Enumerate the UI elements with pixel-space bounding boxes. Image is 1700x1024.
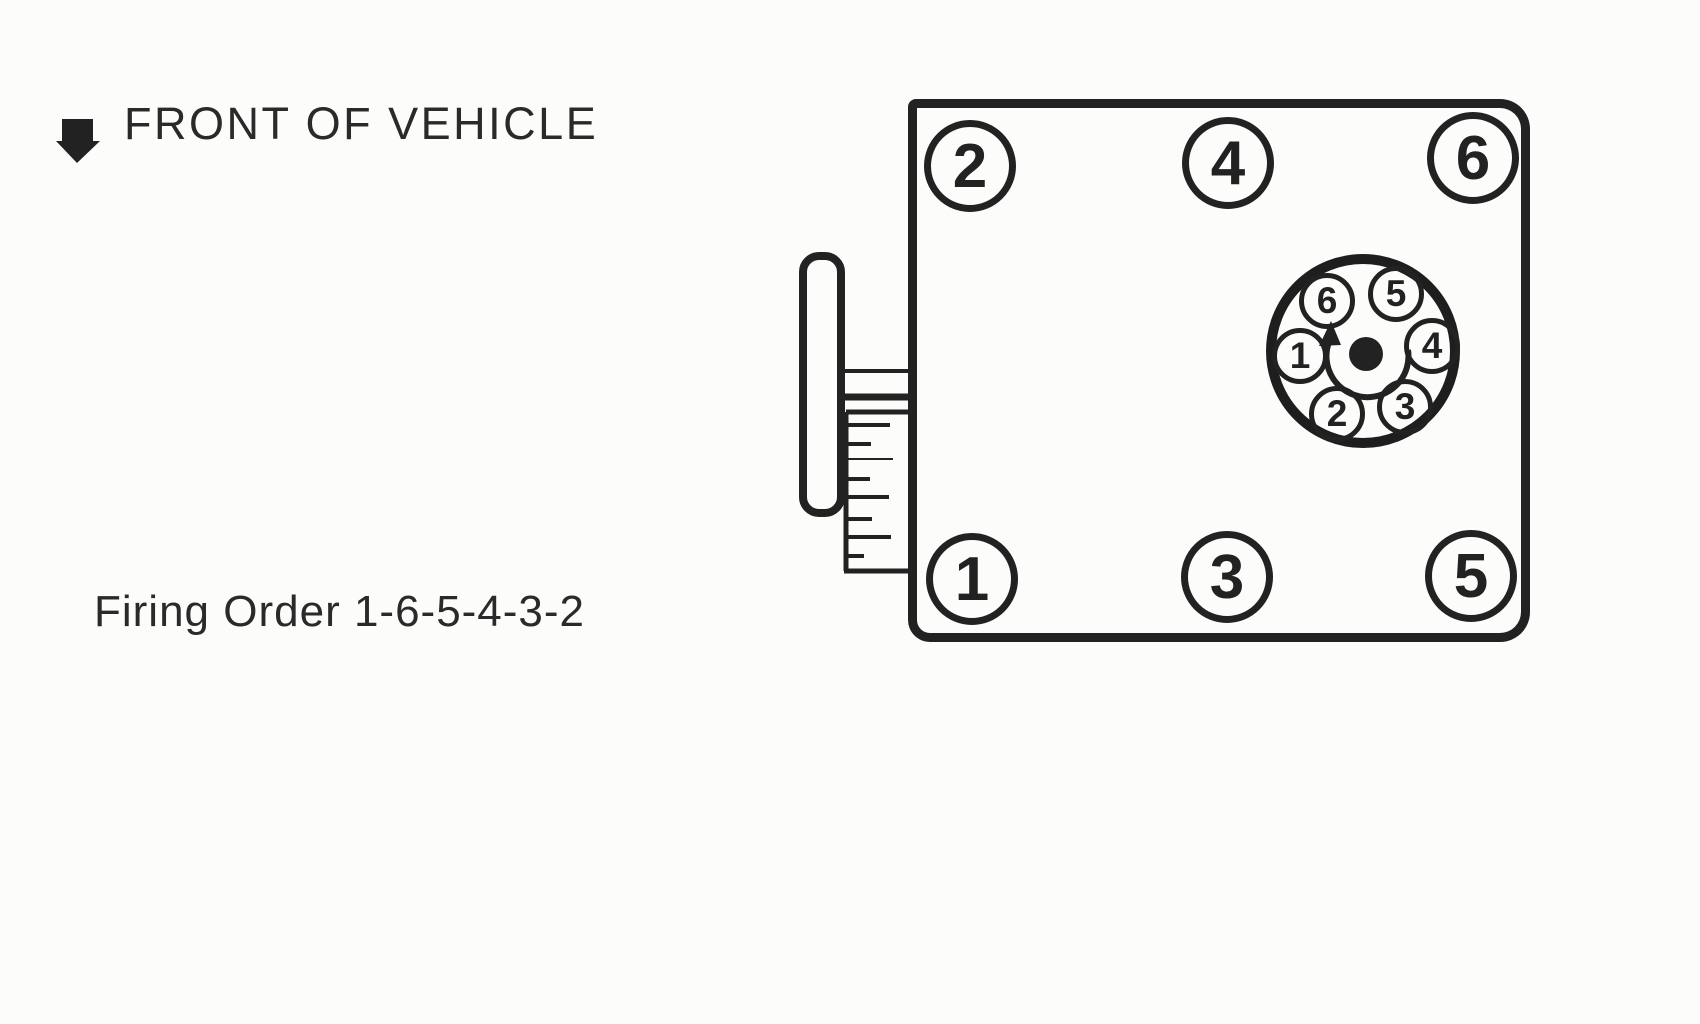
terminal-number: 6 <box>1316 280 1338 321</box>
distributor-terminal-4: 4 <box>1404 318 1460 374</box>
cylinder-number: 3 <box>1209 542 1245 612</box>
distributor-terminal-5: 5 <box>1368 266 1424 322</box>
front-of-vehicle-label: FRONT OF VEHICLE <box>124 98 599 149</box>
cylinder-circle-1: 1 <box>926 533 1018 625</box>
cylinder-circle-5: 5 <box>1425 530 1517 622</box>
cylinder-circle-4: 4 <box>1182 117 1274 209</box>
cylinder-number: 5 <box>1453 541 1489 611</box>
terminal-number: 3 <box>1394 386 1416 427</box>
engine-block-outline <box>908 99 1530 642</box>
distributor-terminal-1: 1 <box>1272 328 1328 384</box>
cylinder-circle-3: 3 <box>1181 531 1273 623</box>
accessory-drive-hatching <box>843 409 916 574</box>
terminal-number: 1 <box>1289 335 1311 376</box>
distributor-terminal-3: 3 <box>1377 379 1433 435</box>
cylinder-number: 6 <box>1455 123 1491 193</box>
cylinder-circle-2: 2 <box>924 120 1016 212</box>
cylinder-number: 2 <box>952 131 988 201</box>
cylinder-circle-6: 6 <box>1427 112 1519 204</box>
firing-order-label: Firing Order 1-6-5-4-3-2 <box>94 587 586 636</box>
cylinder-number: 1 <box>954 544 990 614</box>
crankshaft-pulley-icon <box>799 252 845 517</box>
distributor-terminal-2: 2 <box>1309 386 1365 442</box>
terminal-number: 5 <box>1385 273 1407 314</box>
distributor-terminal-6: 6 <box>1299 273 1355 329</box>
terminal-number: 2 <box>1326 393 1348 434</box>
front-direction-arrow-icon <box>56 119 100 163</box>
terminal-number: 4 <box>1421 325 1443 366</box>
cylinder-number: 4 <box>1210 128 1246 198</box>
